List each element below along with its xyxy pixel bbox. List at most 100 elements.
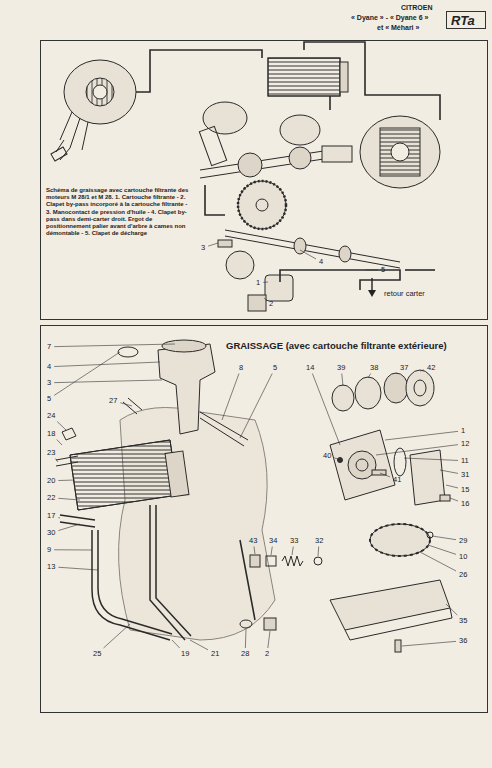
oil-circuit <box>136 42 440 290</box>
panel-title: GRAISSAGE (avec cartouche filtrante exté… <box>226 340 447 351</box>
leader-line <box>104 624 130 648</box>
callout-number: 23 <box>46 449 56 457</box>
callout-number: 3 <box>46 379 52 387</box>
crankshaft <box>199 102 352 178</box>
pump-gears <box>370 524 433 556</box>
callout-number: 40 <box>322 452 332 460</box>
leader-line <box>446 604 457 615</box>
leader-line <box>58 498 80 500</box>
oil-pipes <box>60 505 255 640</box>
leader-line <box>365 269 378 270</box>
leader-line <box>172 640 180 648</box>
leader-line <box>245 629 247 648</box>
filter-support <box>118 340 248 446</box>
cylinder-head-right <box>360 116 440 188</box>
leader-line <box>263 282 268 283</box>
oil-pump-filter <box>226 251 293 311</box>
leader-line <box>380 473 390 477</box>
callout-number: 33 <box>289 537 299 545</box>
callout-number: 4 <box>318 258 324 266</box>
filter-parts <box>330 370 450 505</box>
leader-line <box>292 547 293 556</box>
callout-number: 34 <box>268 537 278 545</box>
leader-line <box>368 374 371 379</box>
callout-number: 27 <box>108 397 118 405</box>
callout-number: 32 <box>314 537 324 545</box>
callout-number: 9 <box>46 546 52 554</box>
leader-line <box>396 373 397 375</box>
callout-number: 41 <box>392 476 402 484</box>
leader-line <box>57 422 66 431</box>
leader-line <box>58 567 98 570</box>
leader-line <box>420 552 456 571</box>
callout-number: 37 <box>399 364 409 372</box>
callout-number: 30 <box>46 529 56 537</box>
callout-number: 22 <box>46 494 56 502</box>
callout-number: 18 <box>46 430 56 438</box>
cylinder-head-left <box>51 60 136 161</box>
leader-line <box>58 517 60 518</box>
callout-number: 35 <box>458 617 468 625</box>
leader-line <box>58 480 75 482</box>
logo-box: RTa <box>446 11 486 29</box>
leader-line <box>271 547 272 556</box>
callout-number: 31 <box>460 471 470 479</box>
leader-line <box>318 547 320 557</box>
callout-number: 3 <box>200 244 206 252</box>
leader-line <box>446 485 458 488</box>
callout-number: 5 <box>380 266 386 274</box>
leader-line <box>54 344 175 347</box>
callout-number: 36 <box>458 637 468 645</box>
callout-number: 38 <box>369 364 379 372</box>
callout-number: 17 <box>46 512 56 520</box>
flow-note: retour carter <box>383 290 426 298</box>
leader-line <box>54 352 120 395</box>
callout-number: 1 <box>255 279 261 287</box>
leader-line <box>54 380 162 383</box>
callout-number: 24 <box>46 412 56 420</box>
leader-line <box>54 362 160 367</box>
leader-line <box>268 631 270 648</box>
arrow-head <box>368 290 376 297</box>
running-head: « Dyane » - « Dyane 6 » <box>350 14 429 21</box>
leader-line <box>404 458 458 460</box>
callout-number: 8 <box>238 364 244 372</box>
relief-valve <box>240 555 322 630</box>
oil-cooler <box>268 58 348 96</box>
callout-number: 15 <box>460 486 470 494</box>
leader-line <box>334 458 338 459</box>
callout-number: 7 <box>46 343 52 351</box>
callout-number: 2 <box>268 300 274 308</box>
sump-plate <box>330 580 452 652</box>
leader-line <box>312 374 340 446</box>
callout-number: 19 <box>180 650 190 658</box>
callout-number: 1 <box>460 427 466 435</box>
running-head: et « Méhari » <box>376 24 420 31</box>
leader-line <box>254 547 255 555</box>
leader-line <box>264 298 266 300</box>
callout-number: 16 <box>460 500 470 508</box>
callout-number: 11 <box>460 457 470 465</box>
leader-line <box>428 545 456 554</box>
callout-number: 29 <box>458 537 468 545</box>
callout-number: 42 <box>426 364 436 372</box>
leader-line <box>208 243 218 246</box>
figure-panel: Schéma de graissage avec cartouche filtr… <box>40 40 488 320</box>
leader-line <box>402 641 456 646</box>
leader-line <box>190 640 208 650</box>
flow-arrow <box>371 278 372 292</box>
leader-line <box>440 470 458 473</box>
callout-number: 39 <box>336 364 346 372</box>
callout-number: 13 <box>46 563 56 571</box>
callout-number: 20 <box>46 477 56 485</box>
running-head: CITROEN <box>400 4 434 11</box>
callout-number: 43 <box>248 537 258 545</box>
crankcase <box>119 408 275 641</box>
callout-number: 5 <box>46 395 52 403</box>
leader-line <box>342 374 343 387</box>
callout-number: 14 <box>305 364 315 372</box>
callout-number: 5 <box>272 364 278 372</box>
logo-text: RTa <box>451 14 475 27</box>
leader-line <box>58 524 80 531</box>
leader-line <box>432 536 456 540</box>
